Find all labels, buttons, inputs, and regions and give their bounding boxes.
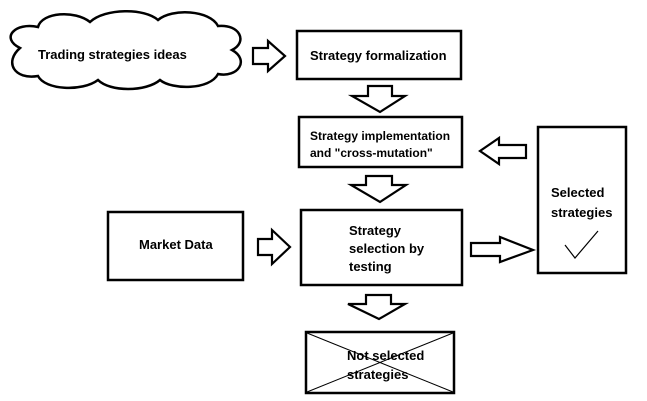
formalization-label: Strategy formalization xyxy=(310,48,447,63)
selection-box: Strategy selection by testing xyxy=(299,208,464,287)
selected-strategies-box: Selected strategies xyxy=(536,125,628,275)
implementation-label-line1: Strategy implementation xyxy=(310,129,450,143)
checkmark-icon xyxy=(564,230,599,259)
selection-label-line1: Strategy xyxy=(349,223,402,238)
arrow-market-to-selection xyxy=(256,227,292,267)
arrow-selected-to-implementation xyxy=(478,135,528,167)
not-selected-label-line2: strategies xyxy=(347,367,408,382)
selection-label-line2: selection by xyxy=(349,241,425,256)
formalization-box: Strategy formalization xyxy=(295,29,463,81)
selection-label-line3: testing xyxy=(349,259,392,274)
arrow-implementation-to-selection xyxy=(346,174,410,204)
selected-label-line2: strategies xyxy=(551,205,612,220)
arrow-formalization-to-implementation xyxy=(347,84,409,114)
implementation-box: Strategy implementation and "cross-mutat… xyxy=(297,115,464,169)
ideas-cloud: Trading strategies ideas xyxy=(9,10,242,91)
arrow-ideas-to-formalization xyxy=(251,38,287,74)
market-data-box: Market Data xyxy=(106,210,245,282)
arrow-selection-to-not-selected xyxy=(347,293,410,321)
market-data-label: Market Data xyxy=(139,237,213,252)
implementation-label-line2: and "cross-mutation" xyxy=(310,146,433,160)
cross-out-icon xyxy=(306,332,454,393)
not-selected-box: Not selected strategies xyxy=(304,330,456,395)
ideas-label: Trading strategies ideas xyxy=(38,47,187,62)
arrow-selection-to-selected xyxy=(469,235,537,264)
not-selected-label-line1: Not selected xyxy=(347,348,424,363)
selected-label-line1: Selected xyxy=(551,185,605,200)
